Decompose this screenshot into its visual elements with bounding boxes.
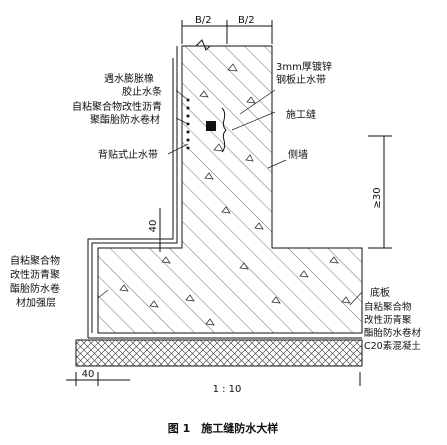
- dim-right: [368, 135, 392, 249]
- label-bottom-membrane-1: 自粘聚合物: [364, 301, 412, 313]
- dim-40-v: 40: [148, 220, 159, 233]
- figure-caption: 图 1 施工缝防水大样: [168, 421, 278, 435]
- leaders: [97, 89, 363, 306]
- label-steel-plate-2: 钢板止水带: [276, 73, 326, 86]
- dim-top: [181, 20, 273, 44]
- label-bottom-membrane-3: 酯胎防水卷材: [364, 327, 422, 339]
- label-membrane-1: 自粘聚合物改性沥青: [72, 100, 162, 113]
- dim-wall-min: ≥30: [372, 187, 383, 208]
- dim-40-vertical: [154, 208, 166, 252]
- label-reinforce-2: 改性沥青聚: [10, 268, 60, 281]
- dim-b2-right: B/2: [238, 15, 255, 26]
- label-steel-plate-1: 3mm厚镀锌: [276, 60, 332, 73]
- membrane-layers: [87, 46, 362, 339]
- dim-40-b: 40: [82, 369, 95, 380]
- joint-brace: [221, 107, 227, 153]
- scale-label: 1 : 10: [213, 384, 242, 395]
- c20-lean-concrete: [75, 339, 363, 367]
- label-reinforce-4: 材加强层: [16, 296, 56, 309]
- label-backing-waterstop: 背贴式止水带: [98, 148, 158, 161]
- label-swelling-strip-2: 胶止水条: [122, 85, 162, 98]
- label-reinforce-1: 自粘聚合物: [10, 254, 60, 267]
- label-swelling-strip-1: 遇水膨胀橡: [104, 72, 154, 85]
- label-c20-concrete: C20素混凝土: [364, 340, 421, 352]
- label-bottom-membrane-2: 改性沥青聚: [364, 314, 412, 326]
- aggregate-marks: [119, 63, 351, 326]
- steel-waterstop-plate: [206, 121, 216, 131]
- label-construction-joint: 施工缝: [286, 108, 316, 121]
- label-membrane-2: 聚酯胎防水卷材: [90, 113, 160, 126]
- dim-b2-left: B/2: [195, 15, 212, 26]
- dim-40-bottom: [66, 372, 361, 386]
- label-reinforce-3: 酯胎防水卷: [10, 282, 60, 295]
- break-mark: [195, 39, 211, 51]
- label-side-wall: 侧墙: [288, 148, 308, 161]
- label-base-slab: 底板: [370, 286, 390, 299]
